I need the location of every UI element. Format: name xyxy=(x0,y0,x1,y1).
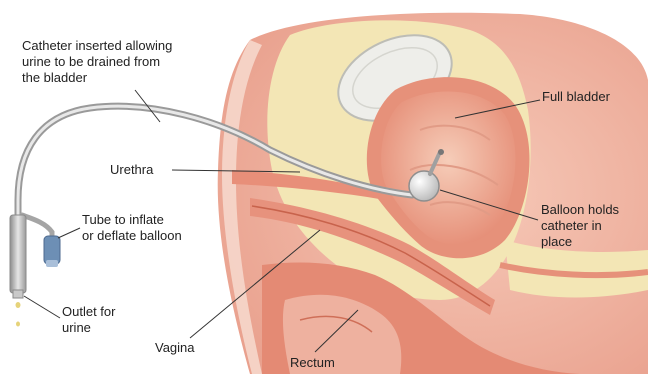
leader-outlet xyxy=(24,296,60,318)
outlet-label-line: urine xyxy=(62,320,115,336)
rectum-label: Rectum xyxy=(290,355,335,371)
catheter-eyelet xyxy=(438,149,444,155)
tube-inflate-label-line: Tube to inflate xyxy=(82,212,182,228)
outlet-label: Outlet for urine xyxy=(62,304,115,336)
catheter-label: Catheter inserted allowing urine to be d… xyxy=(22,38,172,86)
outlet-tip xyxy=(13,290,23,298)
balloon xyxy=(409,171,439,201)
catheter-label-line: the bladder xyxy=(22,70,172,86)
urine-drop xyxy=(16,302,21,308)
urine-drop xyxy=(16,322,20,327)
urethra-label: Urethra xyxy=(110,162,153,178)
vagina-label: Vagina xyxy=(155,340,195,356)
inflation-valve-cap xyxy=(46,260,58,267)
full-bladder-label: Full bladder xyxy=(542,89,610,105)
balloon-label-line: catheter in xyxy=(541,218,619,234)
outlet-body xyxy=(10,215,26,293)
tube-inflate-label: Tube to inflate or deflate balloon xyxy=(82,212,182,244)
outlet-label-line: Outlet for xyxy=(62,304,115,320)
catheter-label-line: Catheter inserted allowing xyxy=(22,38,172,54)
balloon-label-line: place xyxy=(541,234,619,250)
tube-inflate-label-line: or deflate balloon xyxy=(82,228,182,244)
balloon-label: Balloon holds catheter in place xyxy=(541,202,619,250)
catheter-label-line: urine to be drained from xyxy=(22,54,172,70)
inflation-valve xyxy=(44,236,60,264)
leader-tube-inflate xyxy=(58,228,80,238)
balloon-label-line: Balloon holds xyxy=(541,202,619,218)
